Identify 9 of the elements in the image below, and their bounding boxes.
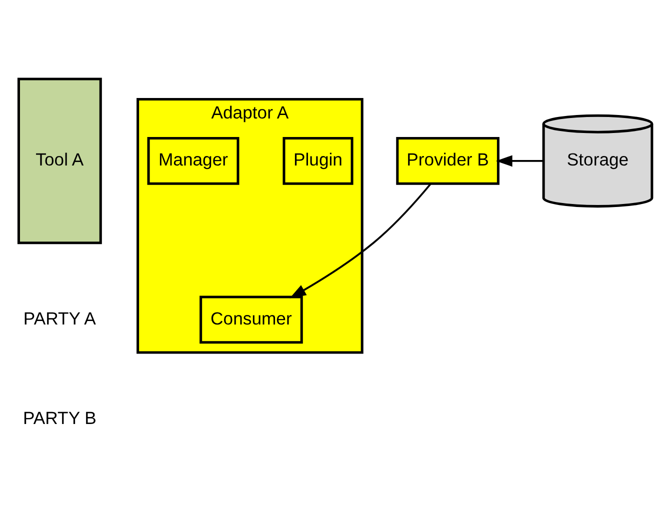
node-box: Manager xyxy=(147,136,240,184)
label: PARTY B xyxy=(22,407,96,428)
node-box: Tool A xyxy=(17,77,102,244)
arrow xyxy=(290,182,432,298)
node-box: Consumer xyxy=(200,295,303,344)
arrow xyxy=(496,154,544,166)
node-box: Plugin xyxy=(282,136,354,184)
node-box: Provider B xyxy=(396,136,500,184)
label: PARTY A xyxy=(23,308,96,328)
